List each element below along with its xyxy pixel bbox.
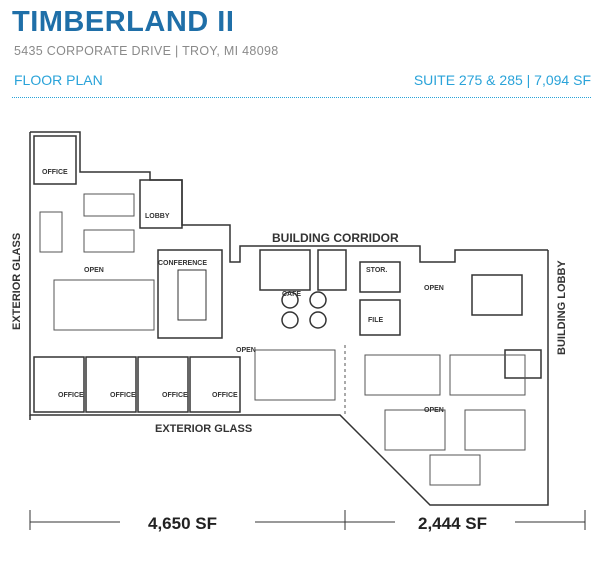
stairwell xyxy=(259,249,311,291)
office-2-label: OFFICE xyxy=(110,392,136,399)
floor-plan-label: FLOOR PLAN xyxy=(14,72,103,88)
open-207-label: OPEN xyxy=(424,407,444,414)
outer-wall xyxy=(29,132,549,506)
stor-label: STOR. xyxy=(366,267,387,274)
area-right-label: 2,444 SF xyxy=(418,514,487,533)
office-1-label: OFFICE xyxy=(58,392,84,399)
right-elevator xyxy=(504,349,542,379)
open-206-label: OPEN xyxy=(424,285,444,292)
building-corridor-label: BUILDING CORRIDOR xyxy=(272,231,399,245)
conference-label: CONFERENCE xyxy=(158,260,207,267)
right-stair xyxy=(471,274,523,316)
office-4 xyxy=(189,356,241,413)
outer-wall-top xyxy=(30,131,548,263)
office-top-left xyxy=(33,135,77,185)
area-left-label: 4,650 SF xyxy=(148,514,217,533)
property-title: TIMBERLAND II xyxy=(12,6,235,38)
exterior-glass-left-label: EXTERIOR GLASS xyxy=(11,233,23,330)
office-1 xyxy=(33,356,85,413)
lobby-room xyxy=(139,179,183,229)
office-2 xyxy=(85,356,137,413)
suite-info: SUITE 275 & 285 | 7,094 SF xyxy=(413,72,591,88)
file-room xyxy=(359,299,401,336)
office-3-label: OFFICE xyxy=(162,392,188,399)
lobby-label: LOBBY xyxy=(145,213,170,220)
storage-room xyxy=(359,261,401,293)
building-lobby-label: BUILDING LOBBY xyxy=(556,260,568,355)
open-215-label: OPEN xyxy=(84,267,104,274)
office-4-label: OFFICE xyxy=(212,392,238,399)
header-divider xyxy=(12,97,591,98)
property-address: 5435 CORPORATE DRIVE | TROY, MI 48098 xyxy=(14,44,279,58)
office-top-label: OFFICE xyxy=(42,169,68,176)
conference-room xyxy=(157,249,223,339)
cafe-label: CAFE xyxy=(282,291,301,298)
office-3 xyxy=(137,356,189,413)
open-209-label: OPEN xyxy=(236,347,256,354)
file-label: FILE xyxy=(368,317,383,324)
elevator-shaft xyxy=(317,249,347,291)
exterior-glass-bottom-label: EXTERIOR GLASS xyxy=(155,423,252,435)
